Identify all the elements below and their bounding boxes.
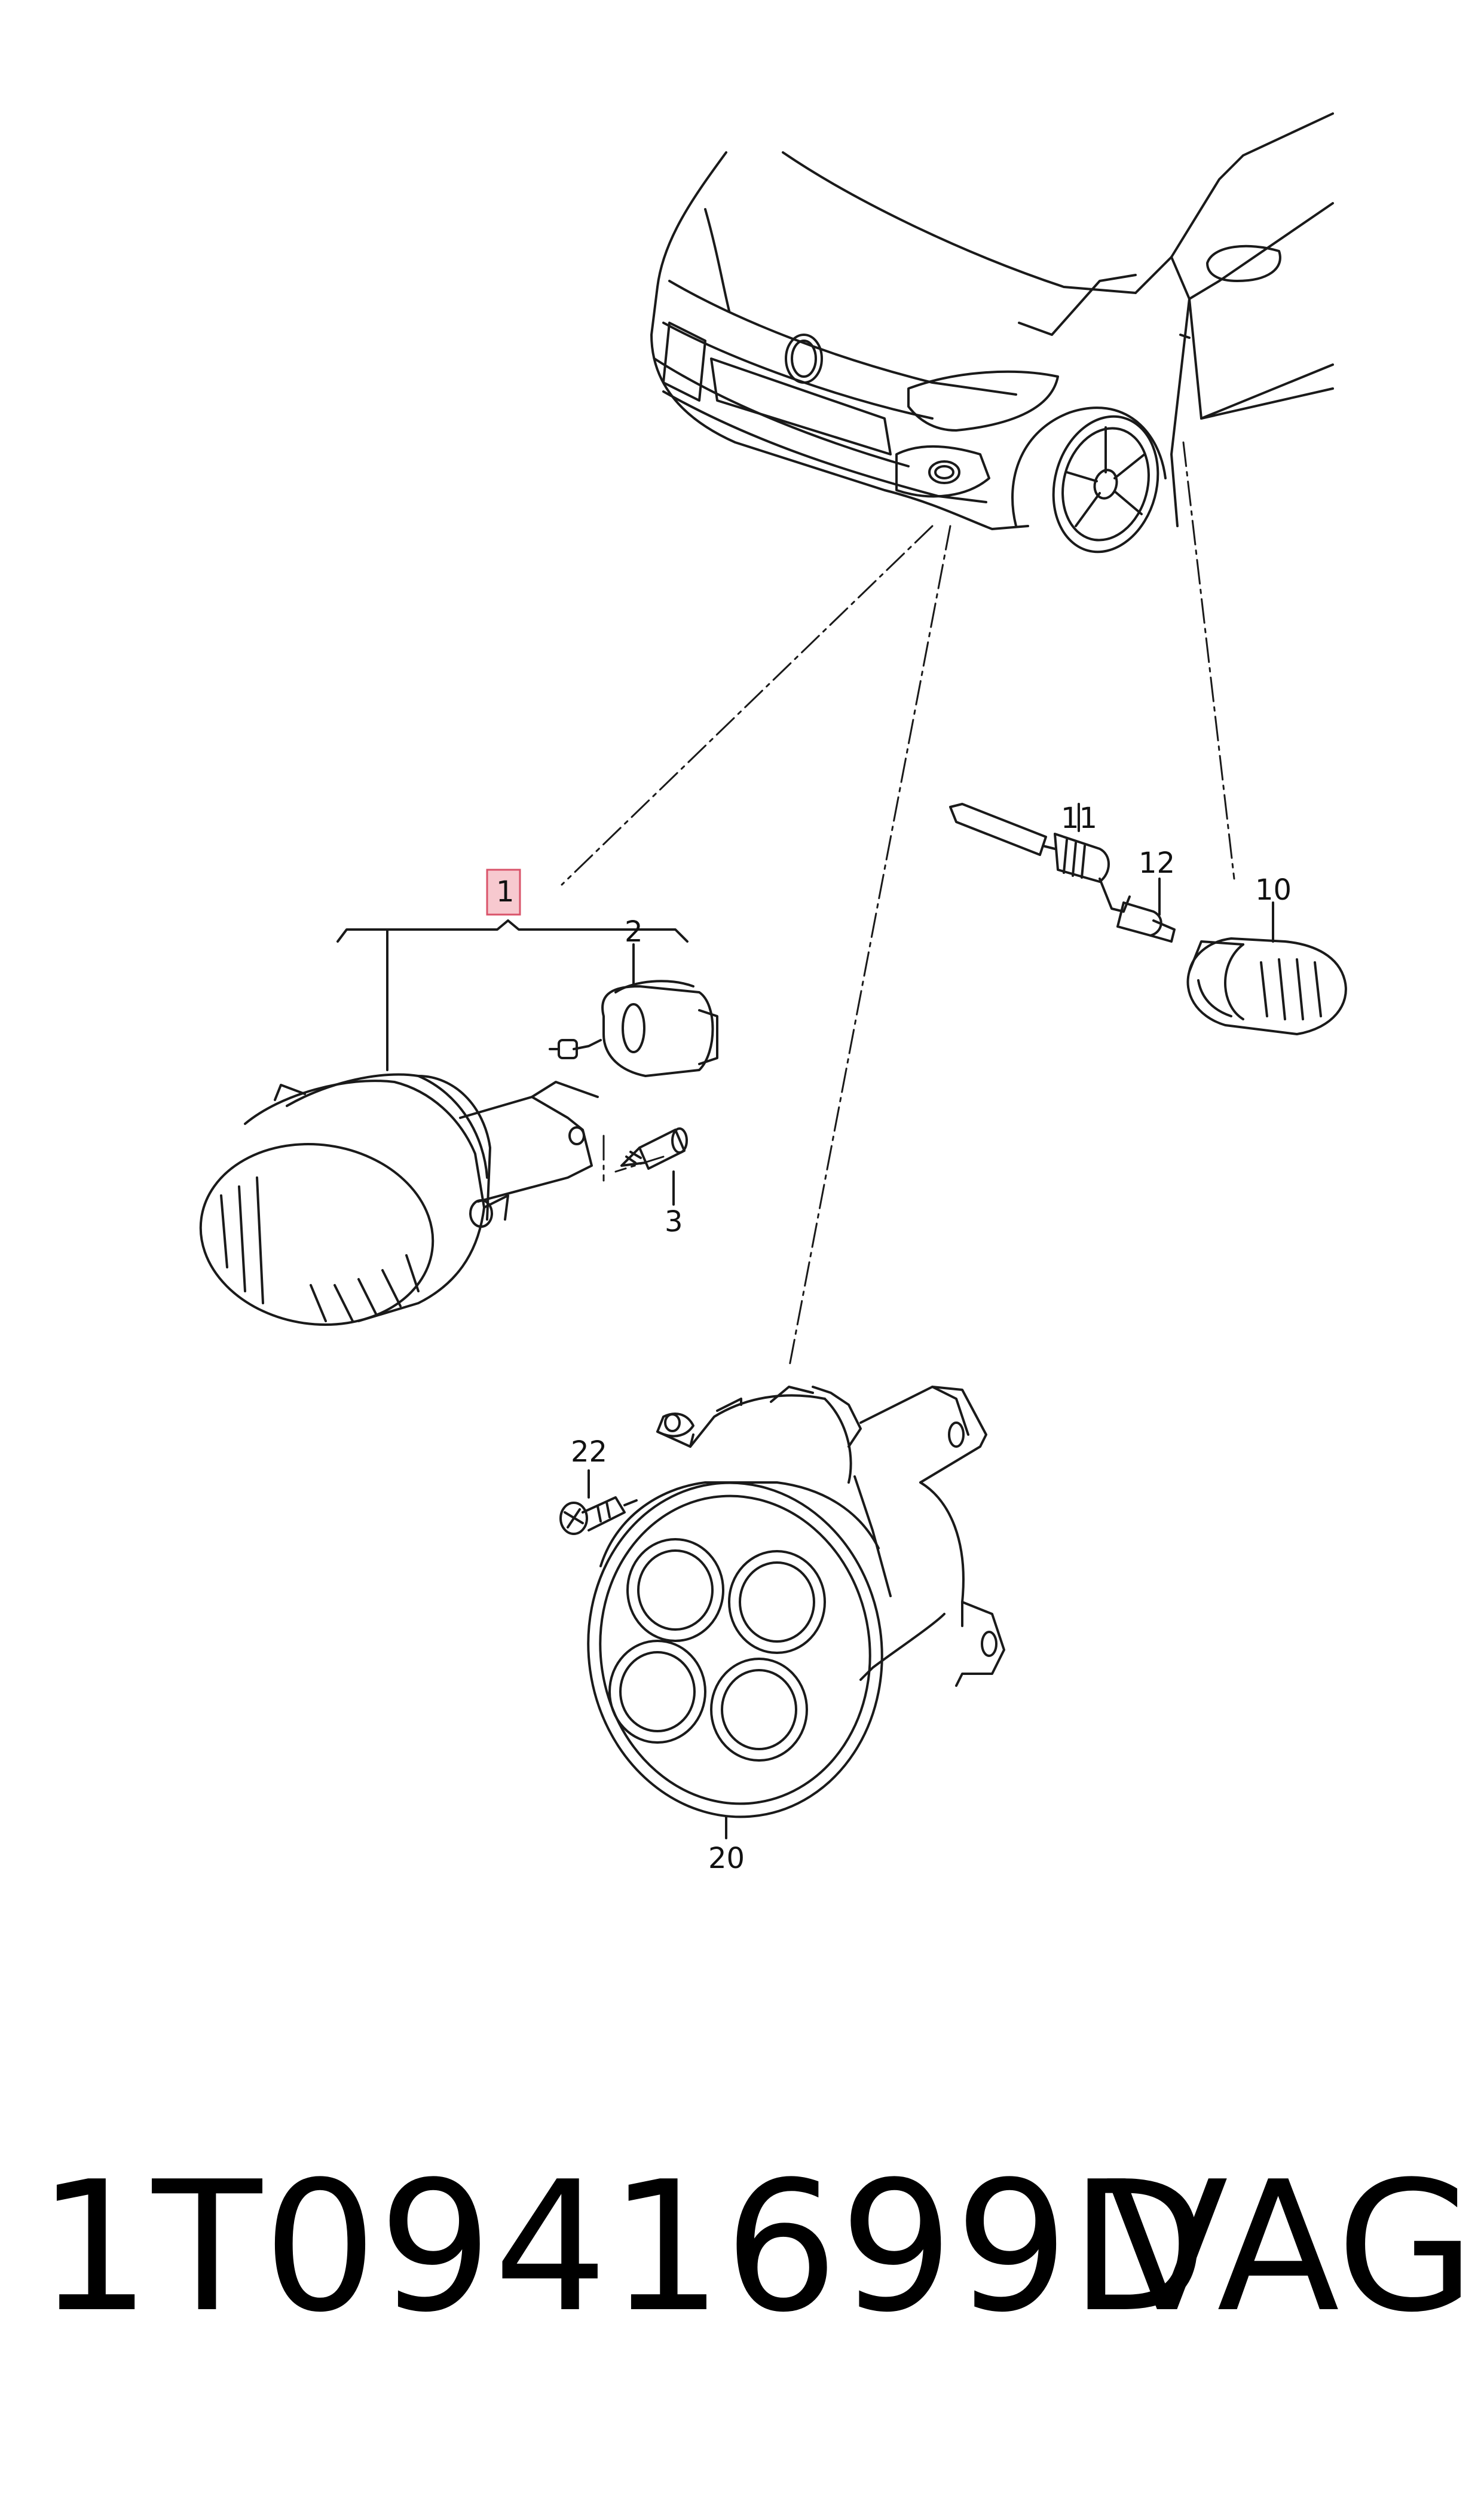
callout-2: 2 bbox=[625, 915, 643, 949]
callout-3: 3 bbox=[665, 1205, 683, 1239]
bulb-part-12 bbox=[1116, 878, 1176, 943]
part-number: 1T0941699D bbox=[37, 2143, 1210, 2352]
fog-lamp-assembly bbox=[199, 1073, 599, 1326]
brand-label: VAG bbox=[1106, 2143, 1476, 2352]
exploded-parts-diagram: 1 2 3 10 11 12 20 22 bbox=[199, 112, 1347, 1875]
wiring-part-11 bbox=[949, 803, 1131, 913]
callout-11: 11 bbox=[1061, 802, 1097, 835]
leader-lines bbox=[561, 441, 1235, 1370]
car-front-illustration bbox=[650, 112, 1334, 554]
screw-part-3 bbox=[620, 1127, 688, 1206]
callout-12: 12 bbox=[1139, 846, 1175, 880]
bulb-part-2 bbox=[549, 943, 718, 1077]
side-marker-part-10 bbox=[1186, 901, 1347, 1035]
highlight-box-1 bbox=[486, 869, 521, 916]
callout-22: 22 bbox=[571, 1435, 607, 1469]
callout-1: 1 bbox=[496, 875, 515, 909]
assembly-1-bracket bbox=[336, 919, 689, 1071]
callout-20: 20 bbox=[708, 1842, 745, 1875]
callout-10: 10 bbox=[1255, 873, 1292, 907]
led-fog-lamp-part-20 bbox=[587, 1386, 1005, 1839]
screw-part-22 bbox=[559, 1469, 638, 1535]
